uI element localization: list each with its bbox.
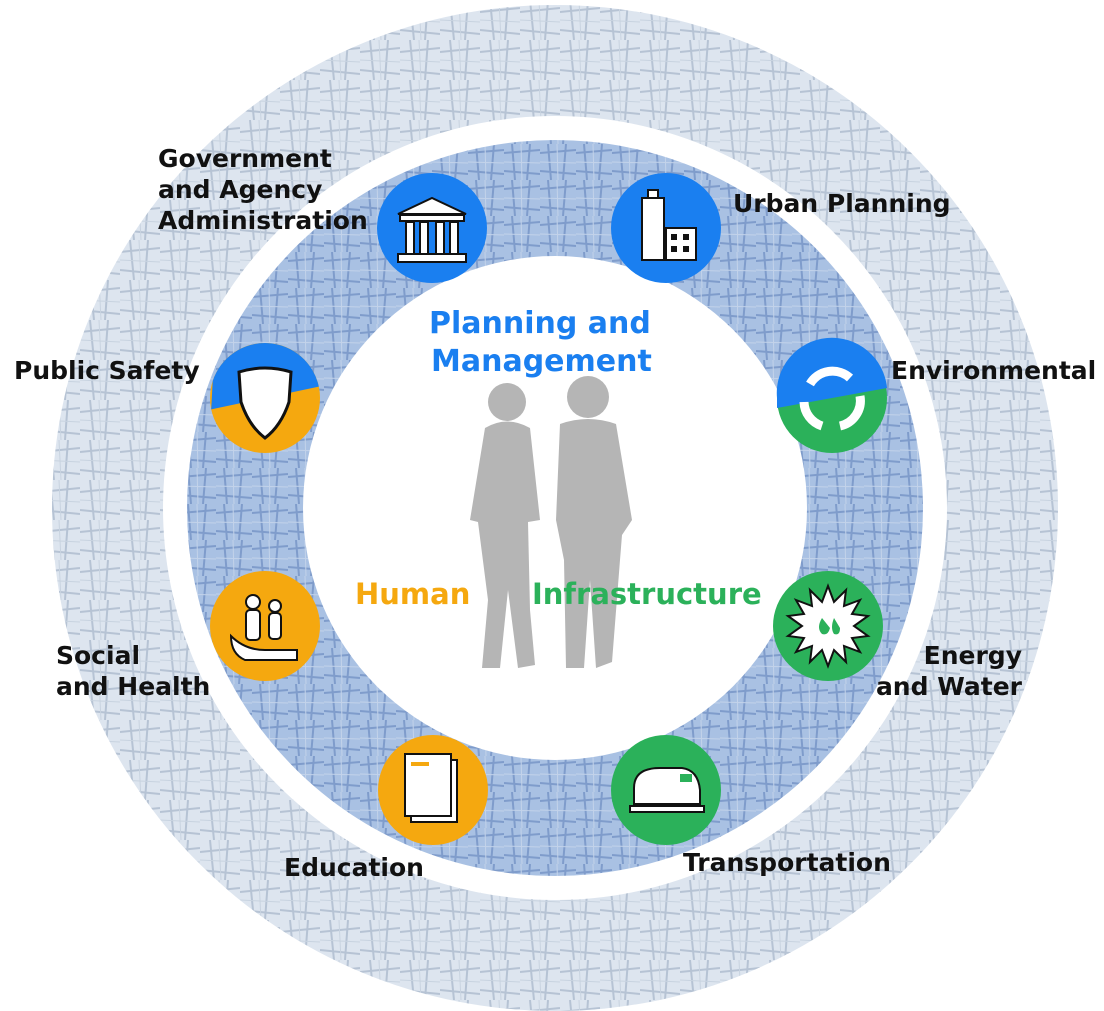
people-silhouette-icon: [470, 376, 632, 668]
transportation-label: Transportation: [683, 847, 891, 878]
book-icon: [404, 753, 458, 823]
city-buildings-icon: [641, 189, 697, 261]
urban-planning-node: [611, 173, 721, 283]
environmental-node: [776, 337, 887, 453]
energy-water-node: [773, 571, 883, 681]
energy-water-label: Energy and Water: [866, 640, 1022, 702]
environmental-label: Environmental: [891, 355, 1096, 386]
education-node: [378, 735, 488, 845]
education-label: Education: [284, 852, 424, 883]
urban-planning-label-line1: Urban Planning: [733, 189, 951, 218]
human-label: Human: [355, 577, 471, 611]
government-node: [377, 173, 487, 283]
social-health-node: [210, 571, 320, 681]
center-disc: [303, 256, 807, 760]
energy-water-label-line1: Energy: [923, 641, 1022, 670]
government-label-line2: and Agency: [158, 175, 323, 204]
public-safety-label-line1: Public Safety: [14, 356, 200, 385]
public-safety-node: [210, 343, 320, 453]
social-health-label: Social and Health: [56, 640, 210, 702]
government-building-icon: [397, 196, 467, 263]
government-label-line3: Administration: [158, 206, 368, 235]
police-badge-icon: [237, 366, 293, 440]
government-label-line1: Government: [158, 144, 332, 173]
center-title-line1: Planning and: [429, 306, 651, 341]
environmental-label-line1: Environmental: [891, 356, 1097, 385]
social-health-label-line1: Social: [56, 641, 141, 670]
government-label: Government and Agency Administration: [158, 143, 368, 236]
center-title-line2: Management: [431, 344, 652, 379]
transportation-label-line1: Transportation: [683, 848, 891, 877]
transportation-node: [611, 735, 721, 845]
infrastructure-label: Infrastructure: [532, 577, 762, 611]
social-health-label-line2: and Health: [56, 672, 211, 701]
family-hand-icon: [229, 594, 298, 661]
public-safety-label: Public Safety: [14, 355, 200, 386]
education-label-line1: Education: [284, 853, 424, 882]
train-icon: [629, 767, 705, 813]
urban-planning-label: Urban Planning: [733, 188, 951, 219]
energy-water-label-line2: and Water: [875, 672, 1022, 701]
recycle-icon: [799, 366, 865, 431]
